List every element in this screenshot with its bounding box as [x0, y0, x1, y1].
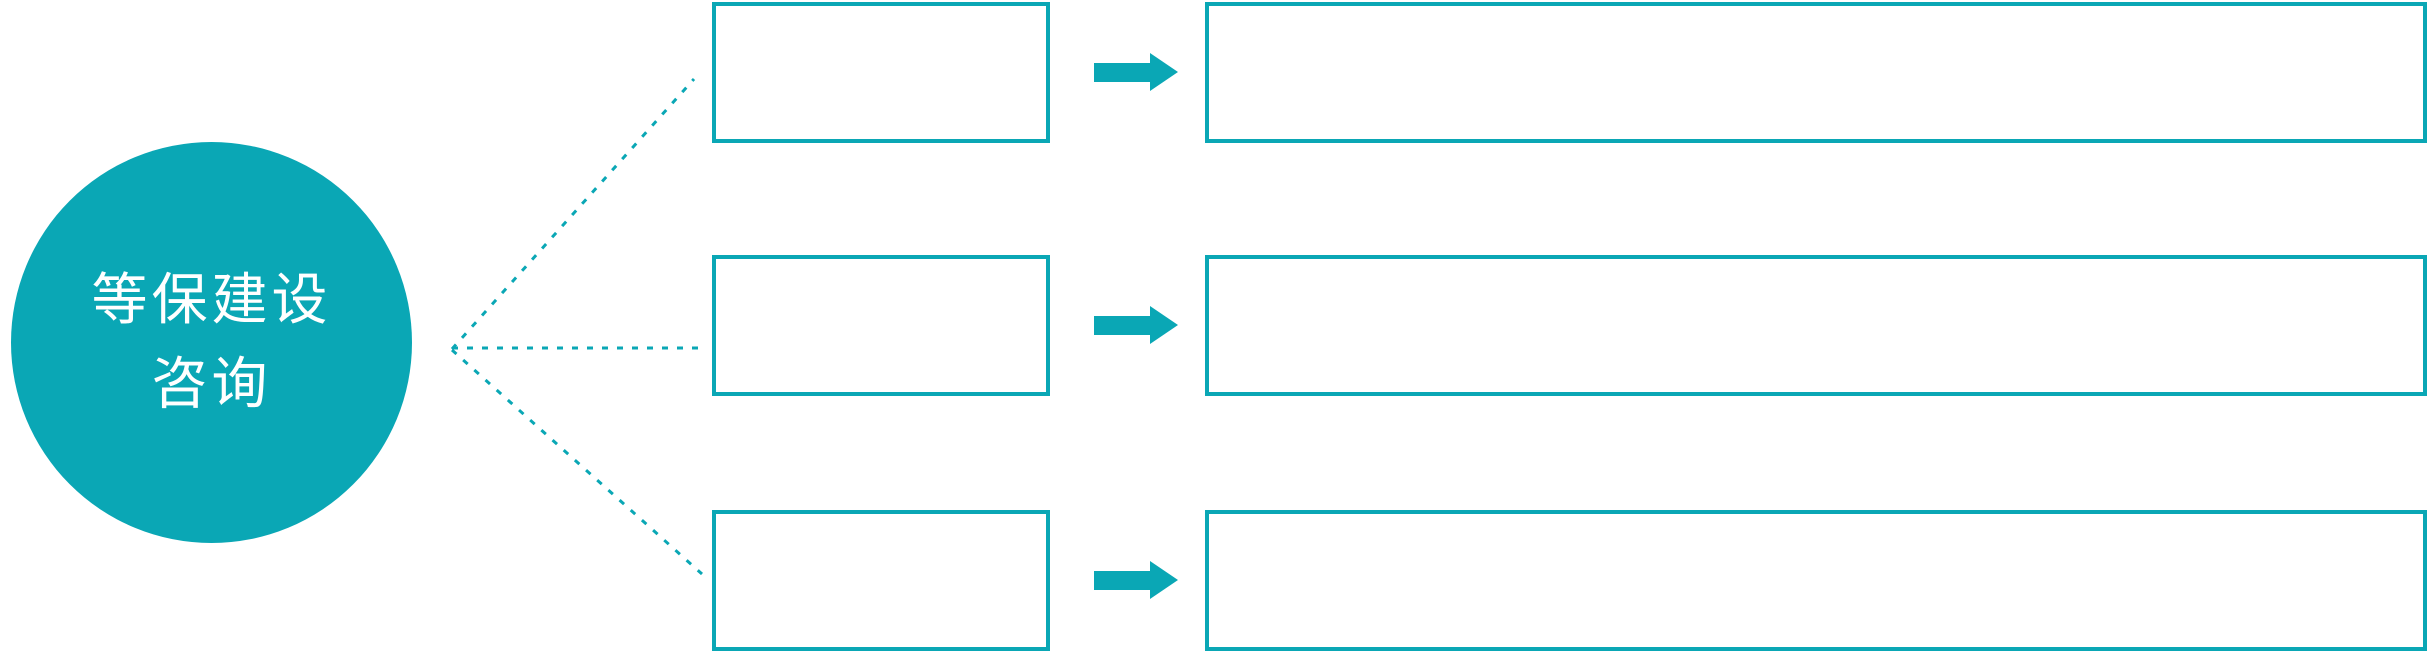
small-box-2: [712, 255, 1050, 396]
topic-circle-line1: 等保建设: [91, 267, 332, 333]
topic-circle-label: 等保建设 咨询: [92, 259, 332, 427]
topic-circle: 等保建设 咨询: [11, 142, 412, 543]
dotted-connector-bottom: [450, 348, 704, 576]
right-arrow-icon: [1094, 306, 1178, 344]
large-box-2: [1205, 255, 2427, 396]
small-box-1: [712, 2, 1050, 143]
right-arrow-icon: [1094, 53, 1178, 91]
large-box-1: [1205, 2, 2427, 143]
large-box-3: [1205, 510, 2427, 651]
right-arrow-icon: [1094, 561, 1178, 599]
topic-circle-line2: 咨询: [151, 351, 272, 417]
dotted-connector-top: [450, 77, 696, 351]
small-box-3: [712, 510, 1050, 651]
